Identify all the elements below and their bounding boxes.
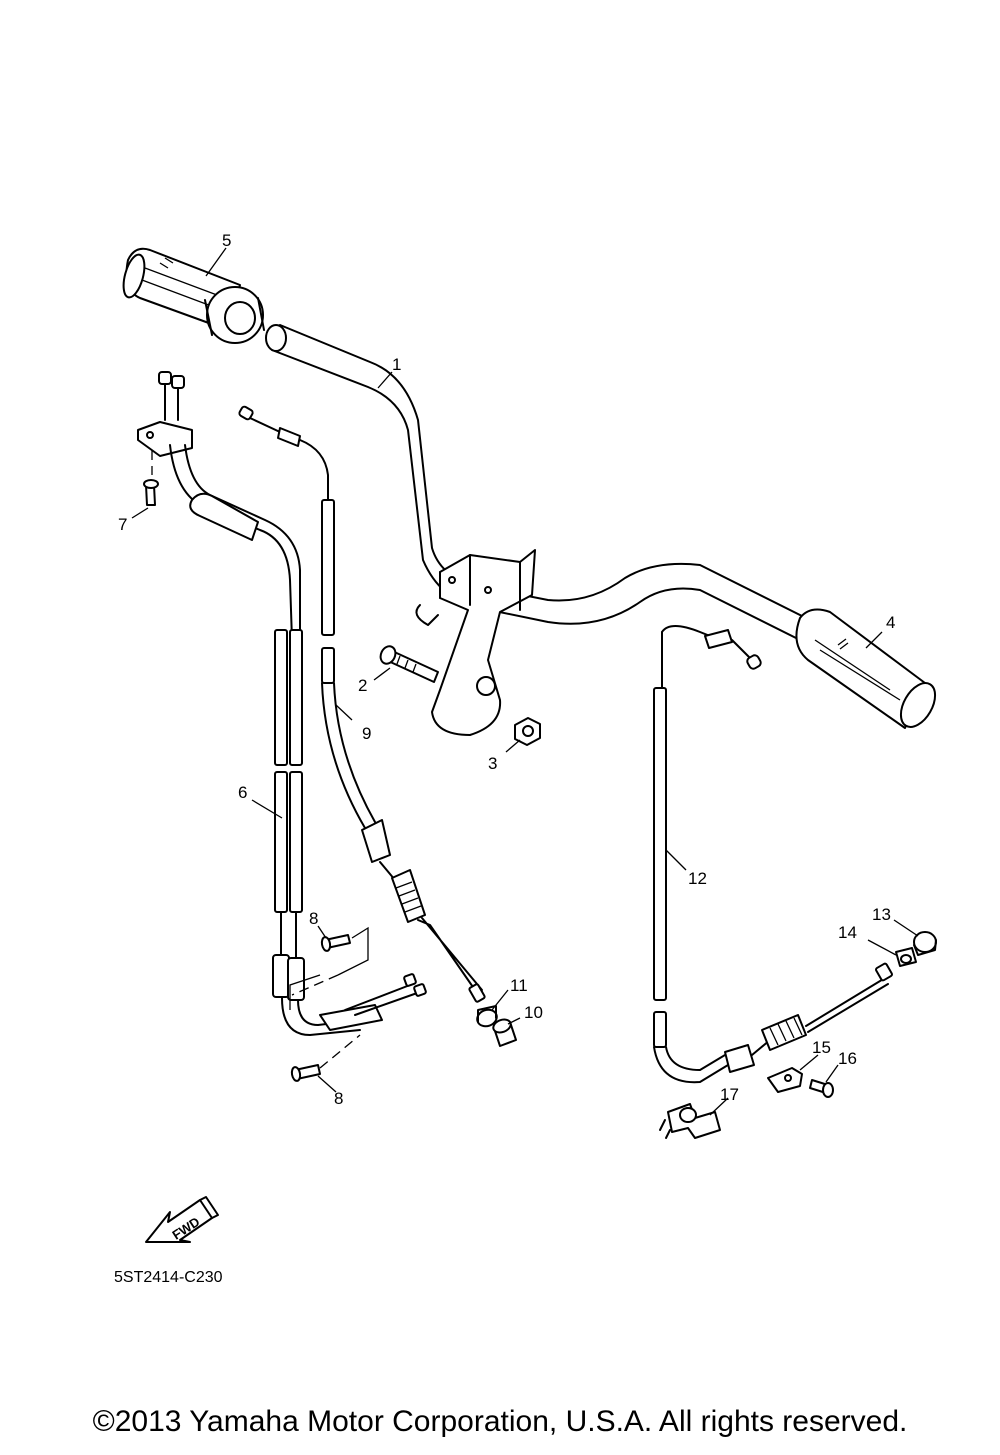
- callout-5: 5: [222, 231, 231, 250]
- copyright-notice: ©2013 Yamaha Motor Corporation, U.S.A. A…: [92, 1405, 908, 1438]
- callout-6: 6: [238, 783, 247, 802]
- left-grip: [122, 247, 265, 344]
- nut-11: [476, 1005, 498, 1028]
- callout-14: 14: [838, 923, 857, 942]
- callout-2: 2: [358, 676, 367, 695]
- callout-4: 4: [886, 613, 895, 632]
- nut-13: [913, 931, 937, 956]
- bolt-8-upper: [320, 934, 351, 952]
- callout-10: 10: [524, 1003, 543, 1022]
- callout-8-upper: 8: [309, 909, 318, 928]
- clip-17: [659, 1103, 721, 1139]
- callout-13: 13: [872, 905, 891, 924]
- bolt-8-lower: [290, 1064, 321, 1082]
- callout-3: 3: [488, 754, 497, 773]
- nut-3: [514, 717, 541, 746]
- callout-9: 9: [362, 724, 371, 743]
- callout-17: 17: [720, 1085, 739, 1104]
- callout-12: 12: [688, 869, 707, 888]
- callout-15: 15: [812, 1038, 831, 1057]
- diagram-code: 5ST2414-C230: [114, 1269, 223, 1286]
- fwd-arrow: FWD: [145, 1196, 219, 1243]
- callout-11: 11: [510, 976, 528, 995]
- handlebar: [265, 324, 811, 641]
- cable-9: [238, 405, 486, 1003]
- bolt-2: [379, 645, 439, 683]
- throttle-cable-6: [137, 371, 427, 1036]
- nut-10: [492, 1018, 517, 1047]
- callout-16: 16: [838, 1049, 857, 1068]
- callout-8-lower: 8: [334, 1089, 343, 1108]
- right-grip: [795, 608, 937, 729]
- callout-1: 1: [392, 355, 401, 374]
- leader-lines: [131, 247, 919, 1116]
- callout-7: 7: [118, 515, 127, 534]
- steering-bracket: [415, 549, 536, 736]
- bolt-7: [143, 479, 159, 506]
- cable-12: [653, 625, 893, 1084]
- bolt-16: [809, 1079, 834, 1098]
- part-14: [895, 947, 917, 967]
- clamp-15: [767, 1067, 803, 1093]
